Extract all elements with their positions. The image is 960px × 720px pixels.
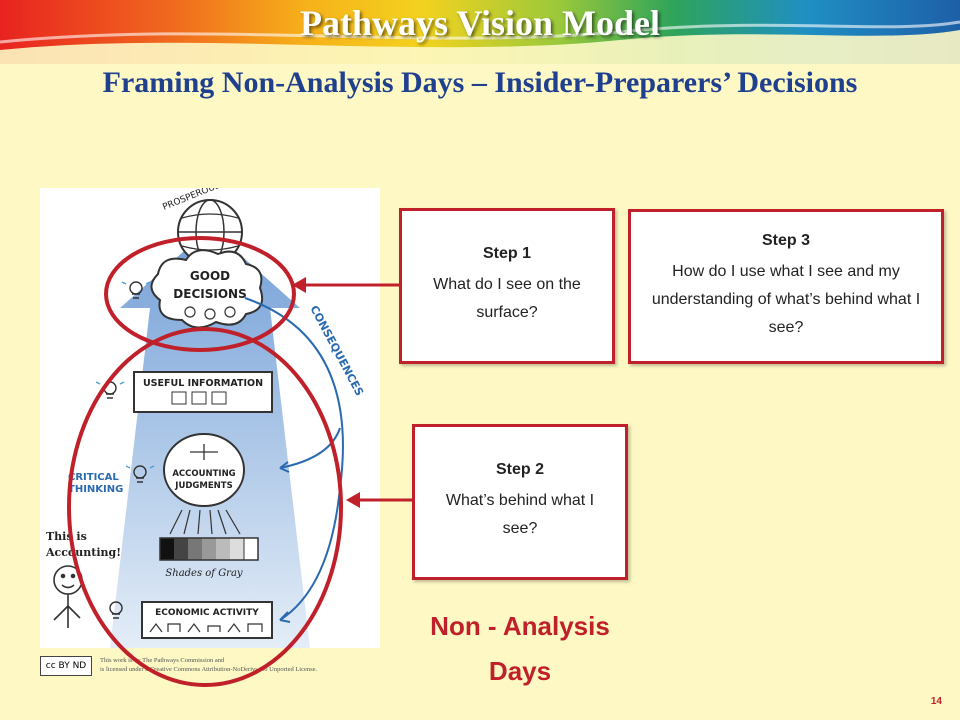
non-analysis-days-label: Non - Analysis Days (400, 604, 640, 694)
step2-box: Step 2 What’s behind what I see? (412, 424, 628, 580)
good-label: GOOD (190, 269, 230, 283)
step1-box: Step 1 What do I see on the surface? (399, 208, 615, 364)
non-analysis-line-1: Non - Analysis (400, 604, 640, 649)
thinking-label: THINKING (68, 484, 123, 495)
license-line-1: This work is by The Pathways Commission … (100, 656, 350, 665)
shades-of-gray-label: Shades of Gray (165, 568, 243, 579)
consequences-label: CONSEQUENCES (307, 303, 366, 398)
critical-label: CRITICAL (68, 472, 119, 483)
license-line-2: is licensed under a Creative Commons Att… (100, 665, 350, 674)
accounting-judgments-node: ACCOUNTING JUDGMENTS (164, 434, 244, 506)
good-decisions-cloud: GOOD DECISIONS (151, 250, 262, 327)
license-text: This work is by The Pathways Commission … (100, 656, 350, 674)
step1-title: Step 1 (402, 245, 612, 263)
illustration-drawing: PROSPEROUS SOCIETY GOOD DECISIONS CONSEQ… (40, 188, 380, 648)
useful-information-label: USEFUL INFORMATION (143, 378, 263, 389)
step1-text: What do I see on the surface? (416, 271, 598, 327)
accounting-label: ACCOUNTING (172, 469, 235, 479)
pathways-illustration: PROSPEROUS SOCIETY GOOD DECISIONS CONSEQ… (40, 188, 380, 648)
stick-figure-icon (54, 566, 82, 628)
step2-title: Step 2 (415, 461, 625, 479)
shades-of-gray-bar (160, 538, 258, 560)
accounting-exclaim-label: Accounting! (45, 546, 121, 559)
useful-information-box: USEFUL INFORMATION (134, 372, 272, 412)
step3-box: Step 3 How do I use what I see and my un… (628, 209, 944, 364)
non-analysis-line-2: Days (400, 649, 640, 694)
creative-commons-badge: cc BY ND (40, 656, 92, 676)
decisions-label: DECISIONS (173, 287, 246, 301)
slide-subtitle: Framing Non-Analysis Days – Insider-Prep… (0, 66, 960, 100)
judgments-label: JUDGMENTS (174, 481, 232, 491)
economic-activity-box: ECONOMIC ACTIVITY (142, 602, 272, 638)
this-is-label: This is (46, 530, 87, 543)
step2-text: What’s behind what I see? (429, 487, 611, 543)
page-number: 14 (931, 696, 942, 707)
slide-title: Pathways Vision Model (0, 2, 960, 44)
step3-title: Step 3 (631, 232, 941, 250)
step3-text: How do I use what I see and my understan… (641, 258, 931, 342)
economic-activity-label: ECONOMIC ACTIVITY (155, 608, 259, 618)
